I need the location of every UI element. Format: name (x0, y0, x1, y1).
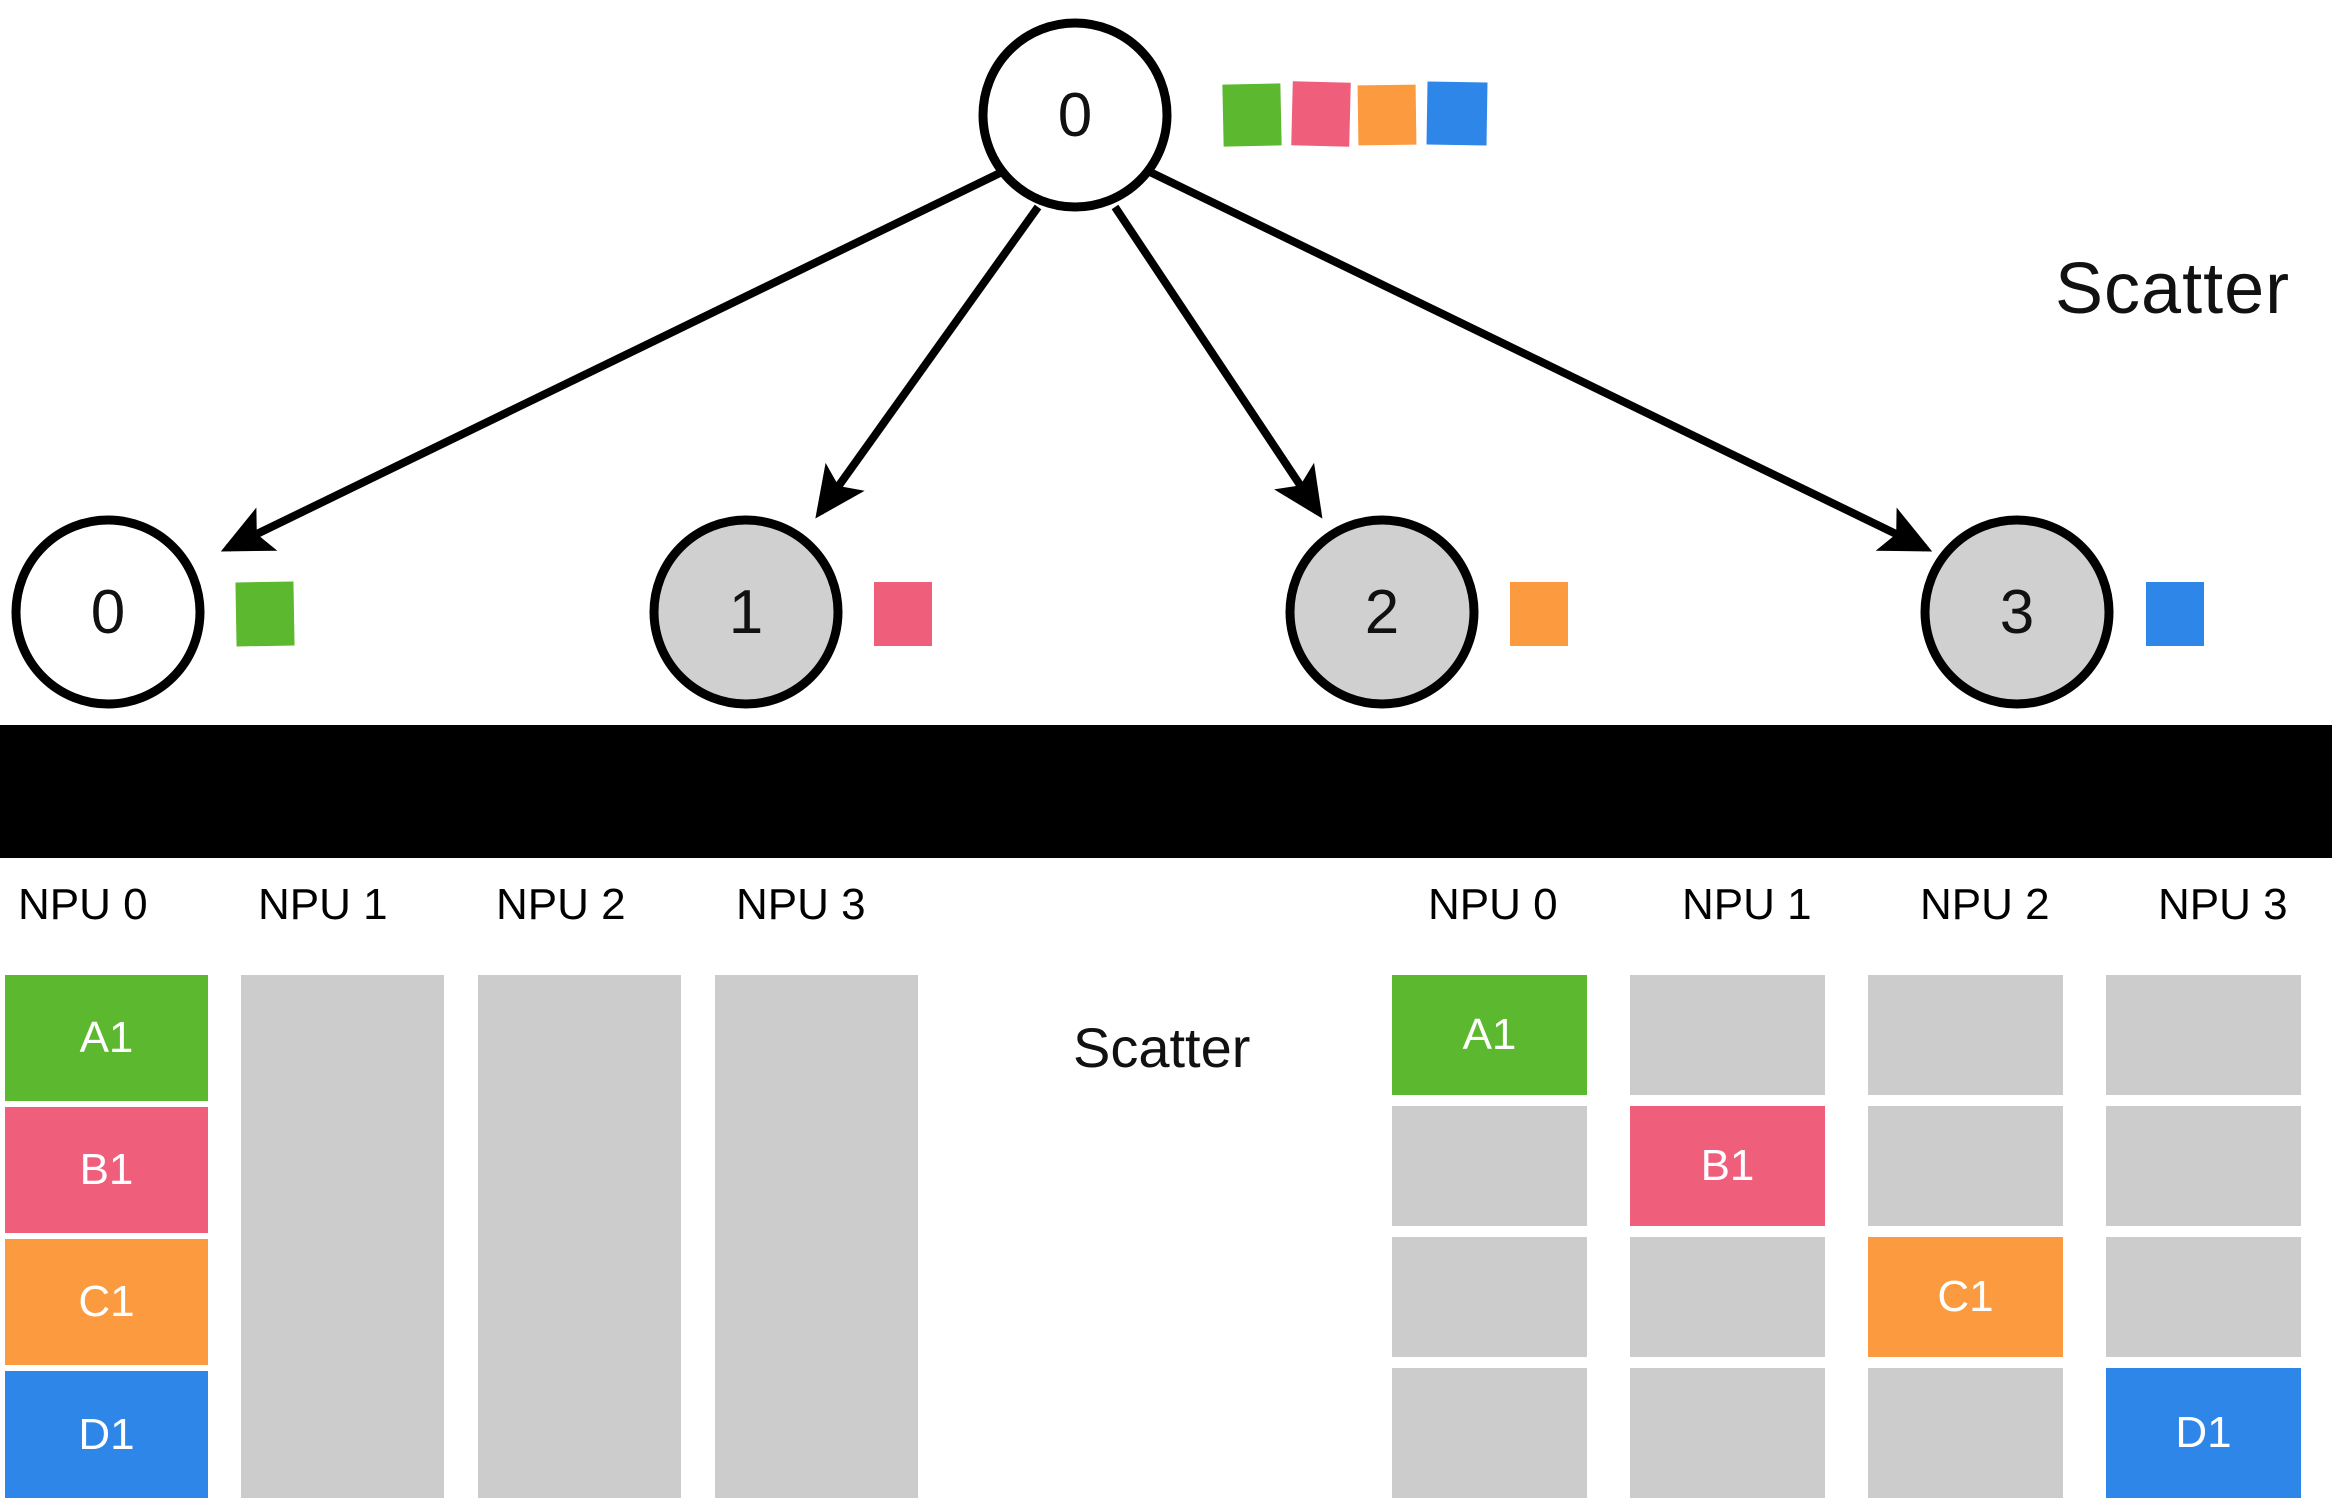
after-cell-npu3-r3[interactable]: D1 (2106, 1368, 2301, 1498)
tree-panel: 0 0 1 2 3 Scatter (0, 0, 2332, 725)
before-header-npu-3: NPU 3 (736, 880, 866, 929)
before-cell-npu0-r1[interactable]: B1 (5, 1107, 208, 1233)
after-cell-npu0-r1[interactable] (1392, 1106, 1587, 1226)
after-cell-npu1-r1[interactable]: B1 (1630, 1106, 1825, 1226)
after-cell-npu1-r0[interactable] (1630, 975, 1825, 1095)
tree-node-0-circle[interactable] (11, 515, 205, 709)
section-divider-bar (0, 725, 2332, 858)
after-cell-npu2-r1[interactable] (1868, 1106, 2063, 1226)
before-column-npu1[interactable] (241, 975, 444, 1498)
tree-node-2-circle[interactable] (1285, 515, 1479, 709)
after-cell-npu0-r0[interactable]: A1 (1392, 975, 1587, 1095)
tree-node-3-circle[interactable] (1920, 515, 2114, 709)
root-chip-green (1222, 83, 1282, 147)
root-chip-orange (1357, 84, 1417, 146)
after-cell-npu0-r2[interactable] (1392, 1237, 1587, 1357)
before-cell-npu0-r0[interactable]: A1 (5, 975, 208, 1101)
before-column-npu3[interactable] (715, 975, 918, 1498)
node-3-chip-blue (2146, 582, 2204, 646)
operation-label: Scatter (1073, 1016, 1251, 1079)
root-chip-pink (1291, 81, 1351, 147)
tree-edge-root-to-0 (220, 168, 1004, 552)
tree-edges-svg (11, 18, 2114, 709)
after-header-npu-2: NPU 2 (1920, 880, 2050, 929)
after-cell-npu3-r1[interactable] (2106, 1106, 2301, 1226)
after-cell-npu3-r2[interactable] (2106, 1237, 2301, 1357)
tree-node-1-circle[interactable] (649, 515, 843, 709)
after-cell-npu3-r0[interactable] (2106, 975, 2301, 1095)
tree-edge-root-to-1 (815, 204, 1042, 519)
before-cell-npu0-r2[interactable]: C1 (5, 1239, 208, 1365)
after-header-npu-3: NPU 3 (2158, 880, 2288, 929)
after-header-npu-1: NPU 1 (1682, 880, 1812, 929)
node-2-chip-orange (1510, 582, 1568, 646)
after-cell-npu2-r3[interactable] (1868, 1368, 2063, 1498)
node-0-chip-green (235, 581, 295, 647)
after-header-npu-0: NPU 0 (1428, 880, 1558, 929)
node-1-chip-pink (874, 582, 932, 646)
tree-panel-title: Scatter (2055, 249, 2291, 329)
grids-panel: NPU 0 NPU 1 NPU 2 NPU 3 A1 B1 C1 D1 Scat… (0, 858, 2332, 1498)
tree-edge-root-to-3 (1148, 168, 1933, 552)
before-column-npu2[interactable] (478, 975, 681, 1498)
before-header-npu-2: NPU 2 (496, 880, 626, 929)
before-header-npu-0: NPU 0 (18, 880, 148, 929)
before-header-npu-1: NPU 1 (258, 880, 388, 929)
after-cell-npu1-r3[interactable] (1630, 1368, 1825, 1498)
tree-edge-root-to-2 (1111, 204, 1323, 519)
after-cell-npu0-r3[interactable] (1392, 1368, 1587, 1498)
after-cell-npu2-r2[interactable]: C1 (1868, 1237, 2063, 1357)
after-cell-npu2-r0[interactable] (1868, 975, 2063, 1095)
after-cell-npu1-r2[interactable] (1630, 1237, 1825, 1357)
tree-node-root-circle[interactable] (978, 18, 1172, 212)
root-chip-blue (1426, 81, 1488, 146)
before-cell-npu0-r3[interactable]: D1 (5, 1371, 208, 1498)
